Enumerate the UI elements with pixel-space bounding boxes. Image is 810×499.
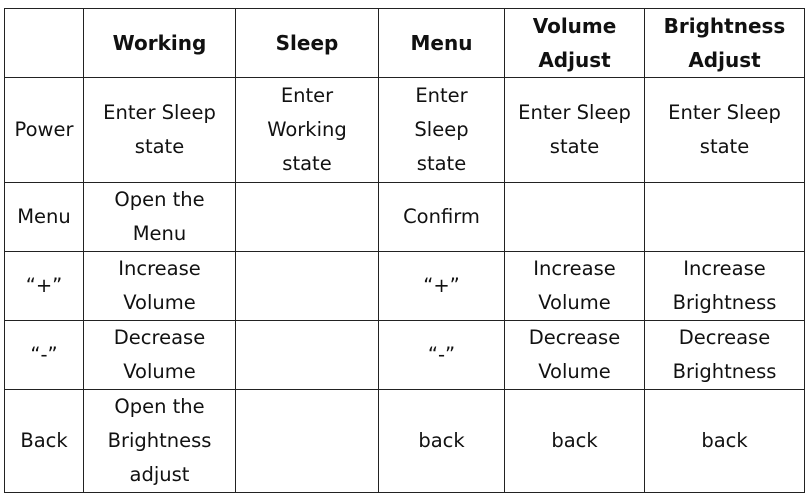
cell-minus-volume-text: Decrease Volume	[528, 326, 621, 383]
row-label-back-text: Back	[20, 429, 68, 452]
cell-power-volume-text: Enter Sleep state	[518, 101, 631, 158]
cell-power-volume: Enter Sleep state	[504, 77, 645, 183]
table-row-back: Back Open the Brightness adjust back bac…	[4, 389, 805, 493]
cell-menu-working: Open the Menu	[83, 182, 236, 252]
cell-power-working: Enter Sleep state	[83, 77, 236, 183]
cell-power-sleep: Enter Working state	[235, 77, 379, 183]
row-label-plus: “+”	[4, 251, 84, 321]
row-label-minus: “-”	[4, 320, 84, 390]
cell-plus-sleep	[235, 251, 379, 321]
cell-minus-menu: “-”	[378, 320, 505, 390]
cell-minus-working: Decrease Volume	[83, 320, 236, 390]
header-working-text: Working	[112, 31, 207, 55]
row-label-power-text: Power	[14, 118, 74, 141]
row-label-minus-text: “-”	[30, 343, 58, 366]
row-label-menu-text: Menu	[17, 205, 71, 228]
row-label-power: Power	[4, 77, 84, 183]
header-sleep-text: Sleep	[275, 31, 339, 55]
cell-plus-menu: “+”	[378, 251, 505, 321]
cell-minus-volume: Decrease Volume	[504, 320, 645, 390]
cell-menu-brightness	[644, 182, 805, 252]
table-row-power: Power Enter Sleep state Enter Working st…	[4, 77, 805, 183]
header-volume-adjust-text: Volume Adjust	[532, 14, 617, 72]
cell-back-brightness: back	[644, 389, 805, 493]
table-row-plus: “+” Increase Volume “+” Increase Volume …	[4, 251, 805, 321]
cell-back-volume: back	[504, 389, 645, 493]
cell-back-volume-text: back	[551, 429, 598, 452]
cell-plus-brightness-text: Increase Brightness	[672, 257, 777, 314]
cell-plus-volume-text: Increase Volume	[533, 257, 616, 314]
cell-back-menu-text: back	[418, 429, 465, 452]
cell-plus-working-text: Increase Volume	[118, 257, 201, 314]
cell-plus-working: Increase Volume	[83, 251, 236, 321]
cell-minus-brightness: Decrease Brightness	[644, 320, 805, 390]
button-function-table: Working Sleep Menu Volume Adjust Brightn…	[4, 8, 805, 493]
cell-back-menu: back	[378, 389, 505, 493]
cell-power-sleep-text: Enter Working state	[267, 84, 347, 175]
row-label-back: Back	[4, 389, 84, 493]
header-corner-cell	[4, 8, 84, 78]
cell-power-menu-text: Enter Sleep state	[414, 84, 469, 175]
row-label-menu: Menu	[4, 182, 84, 252]
cell-plus-volume: Increase Volume	[504, 251, 645, 321]
header-brightness-adjust-text: Brightness Adjust	[663, 14, 786, 72]
header-menu: Menu	[378, 8, 505, 78]
cell-minus-sleep	[235, 320, 379, 390]
cell-menu-working-text: Open the Menu	[114, 188, 205, 245]
header-sleep: Sleep	[235, 8, 379, 78]
header-row: Working Sleep Menu Volume Adjust Brightn…	[4, 8, 805, 78]
cell-plus-menu-text: “+”	[423, 274, 460, 297]
header-working: Working	[83, 8, 236, 78]
cell-minus-working-text: Decrease Volume	[113, 326, 206, 383]
cell-minus-menu-text: “-”	[427, 343, 456, 366]
cell-power-working-text: Enter Sleep state	[103, 101, 216, 158]
cell-back-working: Open the Brightness adjust	[83, 389, 236, 493]
cell-power-menu: Enter Sleep state	[378, 77, 505, 183]
table-row-menu: Menu Open the Menu Confirm	[4, 182, 805, 252]
header-volume-adjust: Volume Adjust	[504, 8, 645, 78]
cell-menu-menu: Confirm	[378, 182, 505, 252]
cell-menu-sleep	[235, 182, 379, 252]
header-menu-text: Menu	[410, 31, 473, 55]
cell-minus-brightness-text: Decrease Brightness	[672, 326, 777, 383]
cell-menu-volume	[504, 182, 645, 252]
cell-power-brightness: Enter Sleep state	[644, 77, 805, 183]
cell-back-sleep	[235, 389, 379, 493]
row-label-plus-text: “+”	[25, 274, 63, 297]
cell-back-brightness-text: back	[701, 429, 748, 452]
cell-menu-menu-text: Confirm	[403, 205, 480, 228]
header-brightness-adjust: Brightness Adjust	[644, 8, 805, 78]
cell-plus-brightness: Increase Brightness	[644, 251, 805, 321]
cell-power-brightness-text: Enter Sleep state	[668, 101, 781, 158]
cell-back-working-text: Open the Brightness adjust	[107, 395, 212, 486]
table-row-minus: “-” Decrease Volume “-” Decrease Volume …	[4, 320, 805, 390]
